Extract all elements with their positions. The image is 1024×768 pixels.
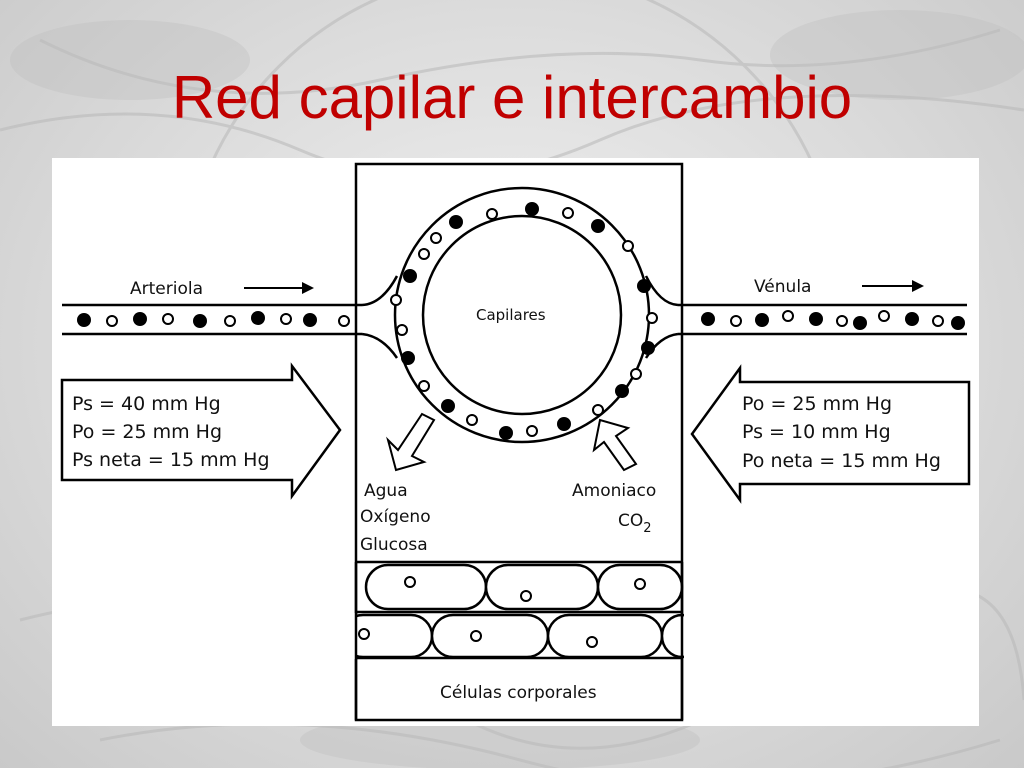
venule-blood-cells <box>701 310 965 330</box>
to-cells-item-2: Oxígeno <box>360 507 431 527</box>
tissue-box <box>354 162 684 722</box>
capillaries-label: Capilares <box>476 306 546 324</box>
arterial-pressure-line-2: Po = 25 mm Hg <box>72 421 222 443</box>
venule-junction <box>644 275 679 307</box>
venous-pressure-line-3: Po neta = 15 mm Hg <box>742 450 941 472</box>
body-cells-label: Células corporales <box>440 683 597 703</box>
arteriole-label: Arteriola <box>130 279 203 299</box>
capillary-exchange-diagram: Arteriola Vénula Capilares Ps = 40 mm Hg… <box>60 162 971 722</box>
arteriole-flow-arrow-icon <box>244 282 314 294</box>
venule-flow-arrow-icon <box>862 280 924 292</box>
to-blood-co2: CO2 <box>618 511 652 536</box>
arterial-pressure-line-1: Ps = 40 mm Hg <box>72 393 221 415</box>
venous-pressure-line-1: Po = 25 mm Hg <box>742 393 892 415</box>
to-cells-item-1: Agua <box>364 481 408 501</box>
venous-pressure-arrow-icon <box>690 364 971 504</box>
venous-pressure-line-2: Ps = 10 mm Hg <box>742 421 891 443</box>
arteriole-junction-lower <box>361 332 399 359</box>
to-blood-item-1: Amoniaco <box>572 481 656 501</box>
cell-nuclei <box>358 576 646 648</box>
arterial-pressure-line-3: Ps neta = 15 mm Hg <box>72 449 270 471</box>
arterial-pressure-arrow-icon <box>60 362 342 500</box>
capillary-blood-cells <box>390 202 658 440</box>
body-cells <box>340 560 704 660</box>
tissue-mask-right <box>684 613 714 659</box>
tissue-mask-left <box>332 613 355 659</box>
inflow-arrow-icon <box>592 418 638 472</box>
venule-label: Vénula <box>754 277 811 297</box>
slide-title: Red capilar e intercambio <box>171 64 853 131</box>
outflow-arrow-icon <box>386 412 436 472</box>
capillary-inner-wall <box>421 214 623 416</box>
arteriole-junction <box>361 275 399 307</box>
to-cells-item-3: Glucosa <box>360 535 428 555</box>
arteriole-blood-cells <box>77 311 350 328</box>
diagram-panel: Arteriola Vénula Capilares Ps = 40 mm Hg… <box>52 158 979 726</box>
